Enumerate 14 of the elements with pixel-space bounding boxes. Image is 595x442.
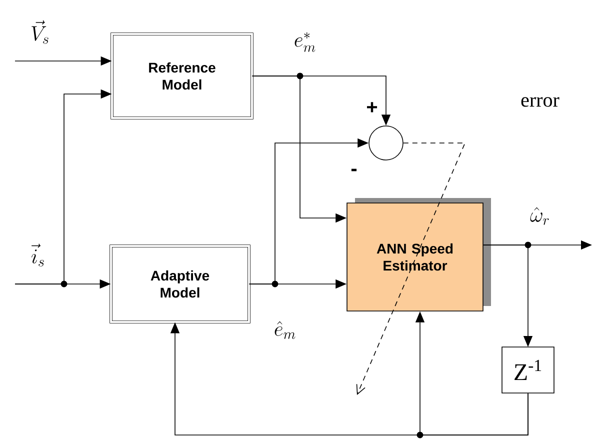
signal-label: error [521,97,560,107]
arrow [356,142,466,395]
signal-label: $e_m^{*}$ [294,32,316,52]
estimator-block: ANN Speed Estimator [346,198,491,312]
sign-label: - [351,168,357,172]
sign-label: + [367,102,378,112]
delay-block: Z$^{-1}$ [502,346,554,394]
signal-label: $\vec{V}_s$ [32,20,48,44]
summing-junction [368,126,404,160]
model-block: Adaptive Model [110,244,250,324]
model-block: Reference Model [110,32,254,120]
signal-label: $\hat{e}_m$ [274,321,296,339]
signal-label: $\hat{\omega}_r$ [530,207,549,225]
signal-label: $\vec{i}_s$ [32,244,44,266]
